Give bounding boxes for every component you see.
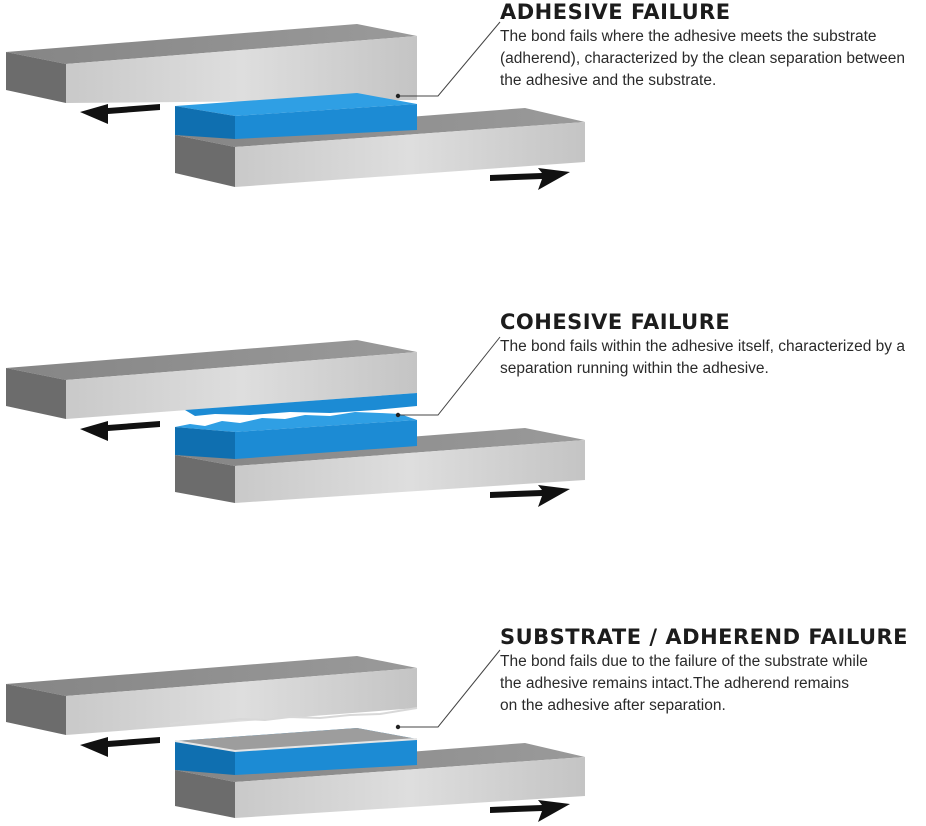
adhesive-failure-text: ADHESIVE FAILURE The bond fails where th…	[500, 0, 920, 92]
right-motion-arrow	[490, 168, 570, 190]
substrate-failure-illustration	[6, 649, 585, 822]
right-motion-arrow	[490, 800, 570, 822]
cohesive-failure-title: COHESIVE FAILURE	[500, 310, 731, 334]
left-motion-arrow	[80, 421, 160, 441]
leader-line	[395, 336, 501, 418]
cohesive-failure-description: The bond fails within the adhesive itsel…	[500, 338, 905, 377]
adherend-residue	[174, 728, 418, 753]
upper-substrate-block	[6, 340, 417, 419]
substrate-failure-description: The bond fails due to the failure of the…	[500, 653, 868, 714]
adhesive-layer	[175, 93, 417, 139]
upper-adhesive-remnant	[185, 393, 417, 416]
upper-substrate-block	[6, 24, 417, 103]
adhesive-failure-illustration	[6, 21, 585, 190]
cohesive-failure-text: COHESIVE FAILURE The bond fails within t…	[500, 310, 920, 380]
right-motion-arrow	[490, 485, 570, 507]
left-motion-arrow	[80, 104, 160, 124]
adhesive-failure-description: The bond fails where the adhesive meets …	[500, 28, 905, 89]
upper-substrate-block	[6, 656, 418, 735]
substrate-failure-text: SUBSTRATE / ADHEREND FAILURE The bond fa…	[500, 625, 920, 717]
substrate-failure-title: SUBSTRATE / ADHEREND FAILURE	[500, 625, 909, 649]
adhesive-layer	[175, 412, 417, 459]
leader-line	[395, 649, 501, 730]
adhesive-failure-title: ADHESIVE FAILURE	[500, 0, 731, 24]
leader-line	[395, 21, 501, 99]
left-motion-arrow	[80, 737, 160, 757]
cohesive-failure-illustration	[6, 336, 585, 507]
